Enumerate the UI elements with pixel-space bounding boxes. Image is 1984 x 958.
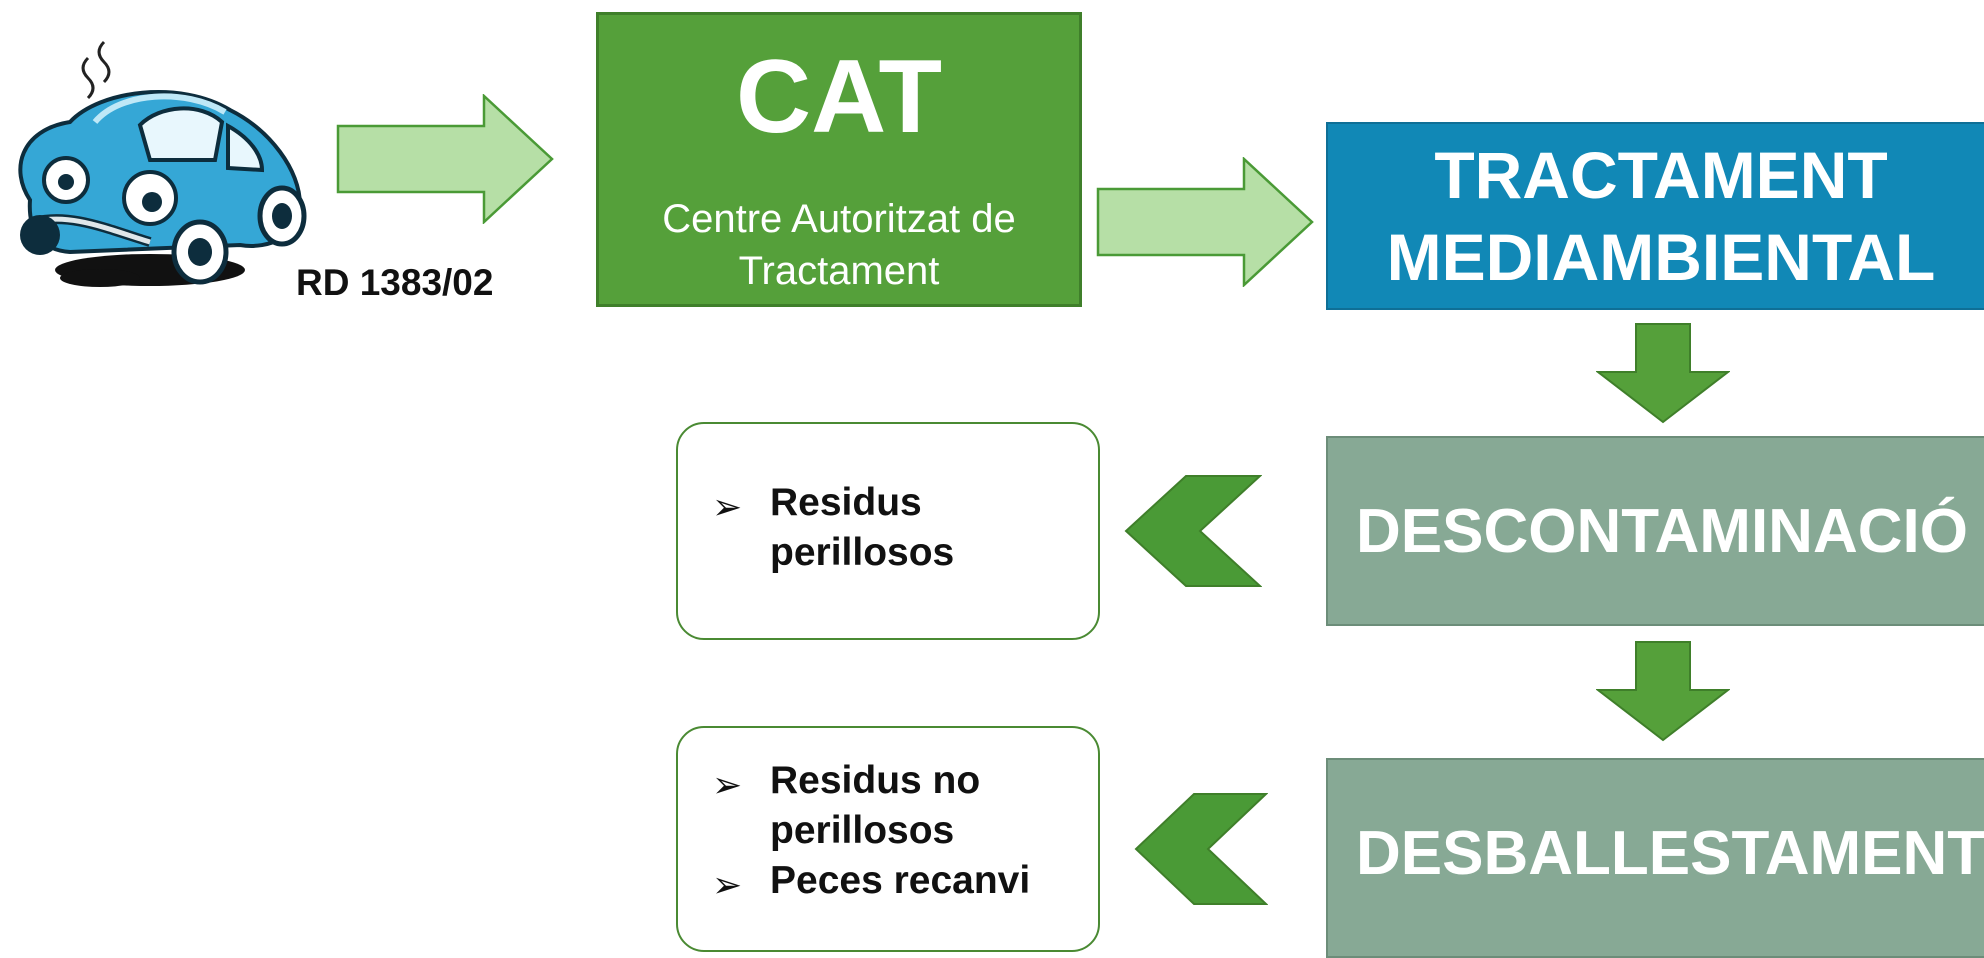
bullet-arrow-icon: ➢ [712,864,743,905]
right-arrow-icon [336,94,554,224]
left-chevron-icon [1134,792,1268,906]
stage-descontaminacio: DESCONTAMINACIÓ [1326,436,1984,626]
stage-label: DESBALLESTAMENT [1356,818,1984,888]
regulation-label: RD 1383/02 [296,262,494,303]
right-arrow-icon [1096,157,1314,287]
treatment-line2: MEDIAMBIENTAL [1386,220,1936,294]
cat-subtitle-line2: Tractament [738,249,940,293]
result-box-hazardous: ➢ Residus perillosos [676,422,1100,640]
result-item: ➢ Peces recanvi [678,856,1098,906]
stage-desballestament: DESBALLESTAMENT [1326,758,1984,958]
bullet-arrow-icon: ➢ [712,764,743,805]
left-chevron-icon [1124,474,1262,588]
cat-box: CAT Centre Autoritzat de Tractament [596,12,1082,307]
down-arrow-icon [1596,640,1730,742]
result-item-text: Residus perillosos [770,481,955,574]
down-arrow-icon [1596,322,1730,424]
result-item: ➢ Residus perillosos [678,478,1098,578]
cat-subtitle-line1: Centre Autoritzat de [662,197,1016,241]
treatment-line1: TRACTAMENT [1434,138,1888,212]
result-item-text: Residus no perillosos [770,759,981,852]
result-item: ➢ Residus no perillosos [678,756,1098,856]
result-box-non-hazardous: ➢ Residus no perillosos ➢ Peces recanvi [676,726,1100,952]
bullet-arrow-icon: ➢ [712,486,743,527]
stage-label: DESCONTAMINACIÓ [1356,496,1968,566]
car-illustration-icon [0,30,330,300]
result-item-text: Peces recanvi [770,859,1031,902]
cat-subtitle: Centre Autoritzat de Tractament [599,193,1079,297]
cat-title: CAT [735,39,943,155]
treatment-box: TRACTAMENT MEDIAMBIENTAL [1326,122,1984,310]
